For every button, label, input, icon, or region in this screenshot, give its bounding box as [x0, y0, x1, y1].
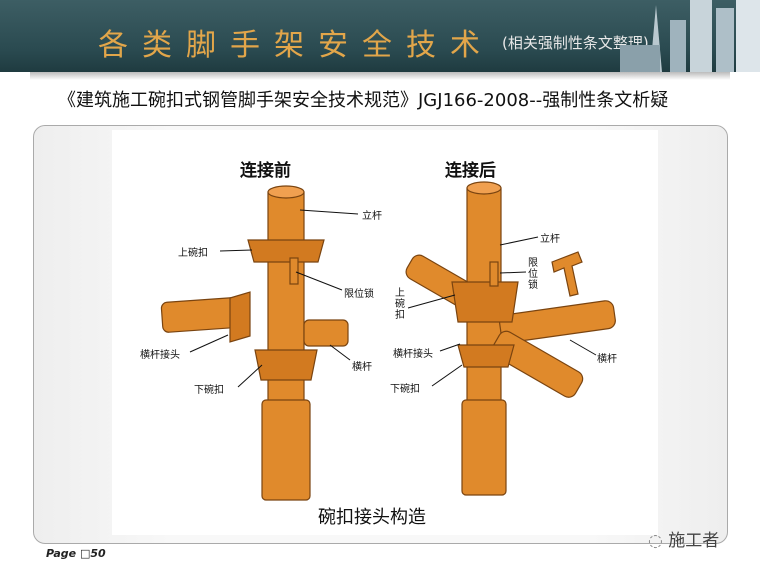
after-heading: 连接后	[445, 161, 496, 181]
city-skyline-image	[620, 0, 760, 72]
label-bar-after: 横杆	[597, 354, 617, 365]
label-pole-before: 立杆	[362, 211, 382, 222]
header-banner: 各类脚手架安全技术 (相关强制性条文整理)	[0, 0, 760, 72]
slide-title: 各类脚手架安全技术	[98, 28, 494, 63]
label-joint-after: 横杆接头	[393, 349, 433, 360]
label-joint-before: 横杆接头	[140, 350, 180, 361]
label-upper-bowl-before: 上碗扣	[178, 248, 208, 259]
label-pole-after: 立杆	[540, 234, 560, 245]
banner-shadow	[30, 72, 730, 80]
label-lock-after: 限位锁	[528, 258, 538, 291]
label-lower-bowl-after: 下碗扣	[390, 384, 420, 395]
label-lock-before: 限位锁	[344, 289, 374, 300]
slide-title-note: (相关强制性条文整理)	[502, 34, 649, 52]
label-bar-before: 横杆	[352, 362, 372, 373]
label-upper-bowl-after: 上碗扣	[395, 288, 405, 321]
watermark: ◌ 施工者	[648, 526, 719, 551]
label-lower-bowl-before: 下碗扣	[194, 385, 224, 396]
wechat-icon: ◌	[648, 531, 669, 551]
figure-caption: 碗扣接头构造	[318, 507, 426, 528]
slide-subtitle: 《建筑施工碗扣式钢管脚手架安全技术规范》JGJ166-2008--强制性条文析疑	[58, 90, 669, 111]
watermark-text: 施工者	[668, 531, 720, 551]
before-heading: 连接前	[240, 161, 291, 181]
page-number: Page □50	[46, 547, 106, 560]
